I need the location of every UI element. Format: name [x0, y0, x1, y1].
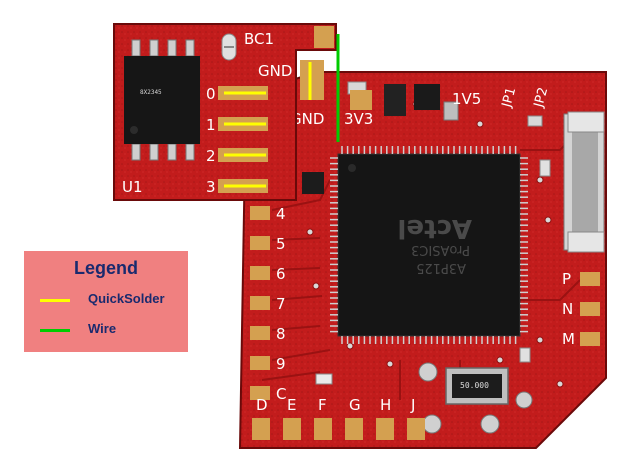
bottom-pad-label: E	[287, 396, 296, 414]
side-pad-label: 8	[276, 325, 286, 343]
side-pad	[250, 356, 270, 370]
bottom-pad	[407, 418, 425, 440]
crystal-oscillator: 50.000	[445, 367, 509, 405]
quicksolder-swatch	[40, 299, 70, 302]
quicksolder-marks	[224, 62, 312, 188]
daughter-pad-label: 2	[206, 147, 216, 165]
u1-marking: 8X2345	[140, 89, 162, 96]
right-pad-column: PNM	[562, 270, 600, 348]
side-pad	[250, 386, 270, 400]
right-pad-label: N	[562, 300, 573, 318]
bottom-pad-label: D	[256, 396, 268, 414]
bottom-pad-label: H	[380, 396, 391, 414]
fpga-chip-leads	[330, 146, 528, 344]
bottom-pad	[283, 418, 301, 440]
side-pad	[250, 236, 270, 250]
u1-chip: 8X2345	[124, 39, 200, 161]
silk-bc1: BC1	[244, 30, 274, 48]
side-pad	[250, 206, 270, 220]
silk-u1: U1	[122, 178, 143, 196]
right-pad	[580, 332, 600, 346]
bottom-pad-label: F	[318, 396, 327, 414]
wire-swatch	[40, 329, 70, 332]
silk-gnd: GND	[258, 62, 292, 80]
bc1-component	[221, 33, 237, 61]
silk-jp2: JP2	[531, 86, 551, 110]
side-pad-label: 4	[276, 205, 286, 223]
legend-title: Legend	[73, 258, 138, 278]
pad-3v3	[350, 90, 372, 110]
silk-v15: 1V5	[452, 90, 481, 108]
smd-components	[302, 81, 551, 385]
crystal-label: 50.000	[460, 381, 489, 390]
fpga-chip: Actel ProASIC3 A3P125	[337, 153, 521, 337]
side-pad-label: C	[276, 385, 286, 403]
silk-gnd-pad: GND	[290, 110, 324, 128]
capacitor-pads	[418, 362, 533, 434]
gnd-copper-pad	[314, 26, 334, 48]
bottom-pad-label: J	[410, 396, 415, 414]
bottom-pad	[252, 418, 270, 440]
side-pad	[250, 326, 270, 340]
bottom-pad	[345, 418, 363, 440]
right-pad-label: M	[562, 330, 575, 348]
side-connector	[563, 111, 605, 253]
daughter-pad-label: 0	[206, 85, 216, 103]
side-pad-label: 7	[276, 295, 286, 313]
daughter-pad-label: 1	[206, 116, 216, 134]
side-pad	[250, 266, 270, 280]
legend-label-wire: Wire	[88, 321, 117, 336]
right-pad	[580, 272, 600, 286]
side-pad-label: 5	[276, 235, 286, 253]
chip-brand-label: Actel	[397, 213, 472, 243]
legend-label-quicksolder: QuickSolder	[88, 291, 165, 306]
bottom-pad	[314, 418, 332, 440]
side-pad-label: 6	[276, 265, 286, 283]
side-pad-label: 9	[276, 355, 286, 373]
right-pad	[580, 302, 600, 316]
silk-3v3: 3V3	[344, 110, 373, 128]
chip-part-label: A3P125	[416, 260, 466, 275]
bottom-pad-label: G	[349, 396, 361, 414]
daughter-pad-label: 3	[206, 178, 216, 196]
chip-family-label: ProASIC3	[411, 242, 470, 257]
right-pad-label: P	[562, 270, 571, 288]
gnd-pad-lower	[300, 60, 324, 100]
side-pad	[250, 296, 270, 310]
silk-jp1: JP1	[499, 86, 519, 110]
legend-box: Legend QuickSolder Wire	[24, 251, 188, 352]
bottom-pad	[376, 418, 394, 440]
